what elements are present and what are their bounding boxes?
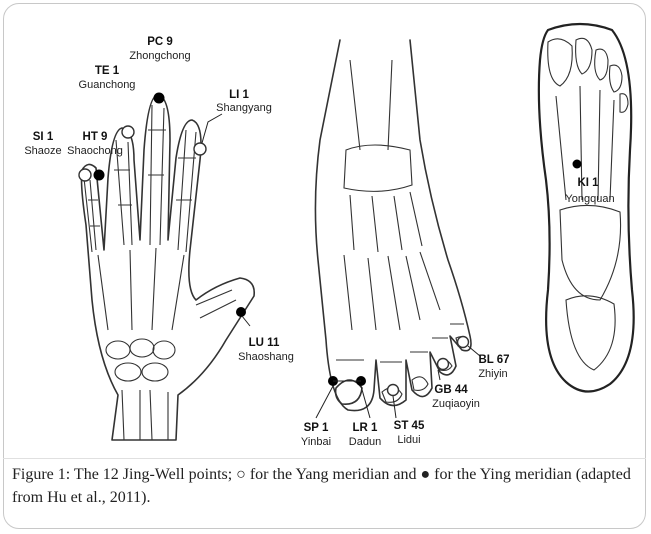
ki1-name: Yongquan xyxy=(565,193,614,205)
sp1-name: Yinbai xyxy=(301,436,331,448)
si1-point xyxy=(79,169,91,181)
lu11-name: Shaoshang xyxy=(238,351,294,363)
st45-point xyxy=(388,385,399,396)
pc9-point xyxy=(154,93,165,104)
lr1-code: LR 1 xyxy=(353,422,379,434)
caption-divider xyxy=(3,458,646,459)
gb44-code: GB 44 xyxy=(434,384,468,396)
li1-point xyxy=(194,143,206,155)
gb44-point xyxy=(438,359,449,370)
lr1-name: Dadun xyxy=(349,436,381,448)
bl67-name: Zhiyin xyxy=(478,368,507,380)
ki1-point xyxy=(573,160,582,169)
li1-name: Shangyang xyxy=(216,102,272,114)
ki1-code: KI 1 xyxy=(577,177,599,189)
ht9-point xyxy=(94,170,105,181)
bl67-code: BL 67 xyxy=(478,354,509,366)
st45-name: Lidui xyxy=(397,434,420,446)
pc9-code: PC 9 xyxy=(147,36,173,48)
pc9-name: Zhongchong xyxy=(129,50,190,62)
sp1-code: SP 1 xyxy=(304,422,329,434)
si1-name: Shaoze xyxy=(24,145,61,157)
gb44-name: Zuqiaoyin xyxy=(432,398,480,410)
si1-code: SI 1 xyxy=(33,131,54,143)
acupoint-diagram: PC 9 Zhongchong TE 1 Guanchong LI 1 Shan… xyxy=(0,0,651,460)
lu11-point xyxy=(236,307,246,317)
st45-code: ST 45 xyxy=(394,420,425,432)
te1-code: TE 1 xyxy=(95,65,120,77)
ht9-code: HT 9 xyxy=(83,131,108,143)
li1-code: LI 1 xyxy=(229,89,249,101)
te1-name: Guanchong xyxy=(79,79,136,91)
bl67-point xyxy=(458,337,469,348)
foot-skeleton xyxy=(315,40,471,411)
figure-caption: Figure 1: The 12 Jing-Well points; ○ for… xyxy=(12,463,637,509)
te1-point xyxy=(122,126,134,138)
lu11-code: LU 11 xyxy=(249,337,280,349)
ht9-name: Shaochong xyxy=(67,145,123,157)
sole-outline xyxy=(539,24,634,392)
